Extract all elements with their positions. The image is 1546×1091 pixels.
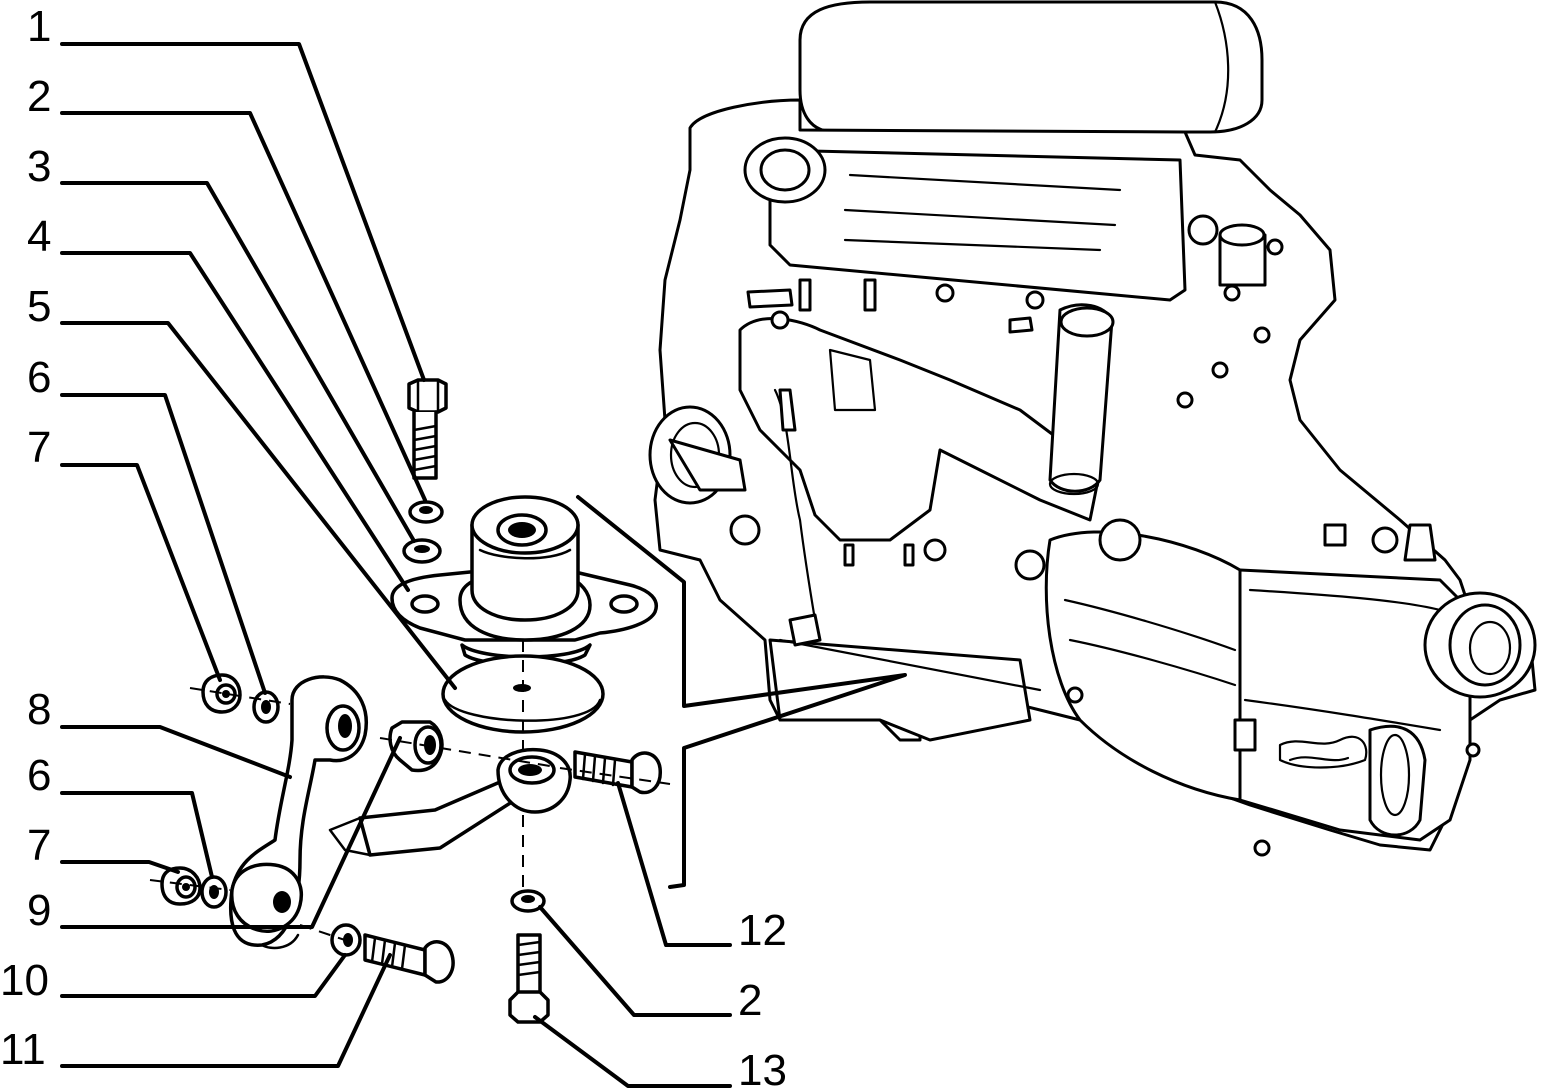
part-2-washer	[408, 500, 444, 524]
callout-4: 4	[27, 212, 51, 261]
callout-6: 6	[27, 353, 51, 402]
part-3-washer	[402, 538, 442, 564]
callout-1: 1	[27, 2, 51, 51]
callout-9: 9	[27, 886, 51, 935]
part-10-washer	[330, 923, 362, 957]
part-6-washer-upper	[252, 690, 280, 724]
callout-numbers-left: 1 2 3 4 5 6 7 8 6 7 9 10 11	[0, 2, 51, 1074]
part-9-bushing	[388, 720, 444, 773]
callout-5: 5	[27, 282, 51, 331]
callout-numbers-right: 12 2 13	[738, 906, 787, 1091]
part-4-rubber-mount	[390, 495, 658, 667]
callout-12: 12	[738, 906, 787, 955]
callout-11: 11	[0, 1025, 46, 1074]
callout-2-lower: 2	[738, 976, 762, 1025]
part-2-washer-lower	[510, 889, 546, 913]
engine-gearbox-assembly	[648, 0, 1537, 857]
callout-6-lower: 6	[27, 751, 51, 800]
part-6-washer-lower	[200, 875, 228, 909]
callout-7: 7	[27, 423, 51, 472]
part-7-nut-lower	[160, 866, 202, 906]
callout-10: 10	[0, 956, 49, 1005]
callout-13: 13	[738, 1046, 787, 1091]
part-8-torque-arm	[228, 675, 368, 950]
part-12-bolt	[573, 750, 662, 795]
engine-fasteners	[746, 238, 1481, 857]
part-11-bolt	[363, 933, 455, 984]
assembly-axis-horizontal	[189, 687, 671, 785]
callout-2: 2	[27, 72, 51, 121]
part-13-bolt	[508, 933, 550, 1024]
leader-lines	[60, 42, 732, 1088]
callout-7-lower: 7	[27, 821, 51, 870]
mount-region-boundary	[576, 495, 907, 889]
callout-8: 8	[27, 685, 51, 734]
part-1-bolt	[407, 378, 448, 480]
part-bracket-arm	[328, 747, 572, 857]
callout-3: 3	[27, 142, 51, 191]
